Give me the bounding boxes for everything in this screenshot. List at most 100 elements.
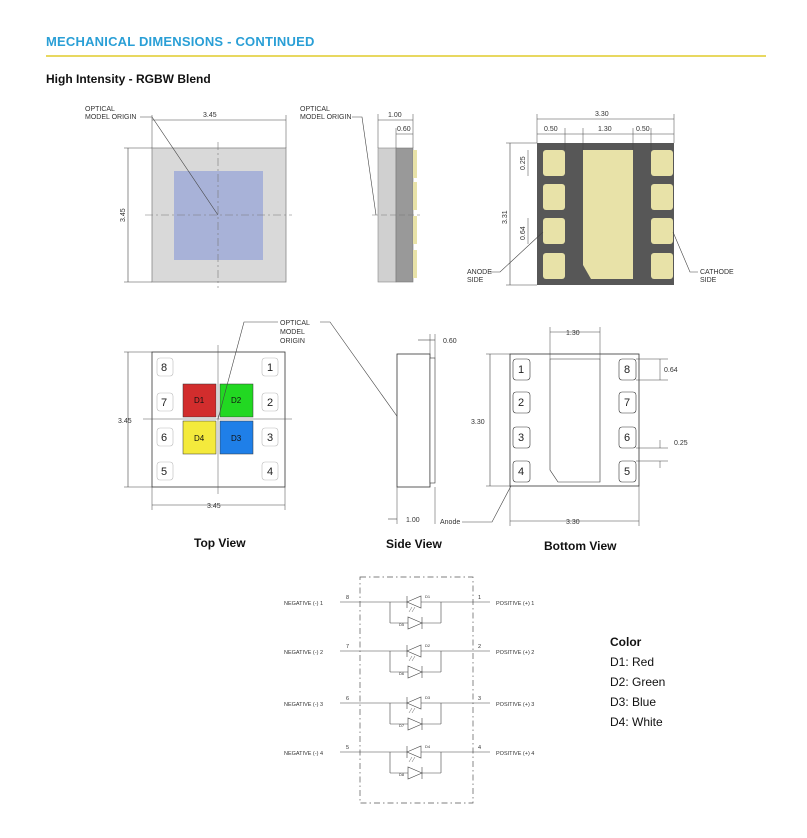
side-drawing: 1.00 0.60 OPTICAL MODEL ORIGIN (300, 106, 420, 283)
cathode-side-label-2: SIDE (700, 277, 717, 284)
bottom-view-width-dim: 3.30 (566, 519, 580, 526)
side-total-dim: 1.00 (388, 112, 402, 119)
diode-label: D1 (425, 594, 431, 599)
legend-item-d4: D4: White (610, 715, 663, 729)
positive-terminal-label: POSITIVE (+) 2 (496, 650, 534, 656)
positive-pin-number: 4 (478, 745, 481, 751)
negative-pin-number: 5 (346, 745, 349, 751)
bottom-view: 1 2 3 4 8 7 6 5 1.30 3.30 3.30 0.64 0.25 (471, 327, 688, 526)
bottom-width-dim: 3.30 (595, 111, 609, 118)
positive-pin-number: 3 (478, 696, 481, 702)
positive-terminal-label: POSITIVE (+) 4 (496, 751, 534, 757)
negative-terminal-label: NEGATIVE (-) 4 (284, 751, 323, 757)
top-view-width-dim: 3.45 (207, 503, 221, 510)
positive-terminal-label: POSITIVE (+) 3 (496, 702, 534, 708)
diode-label: D5 (399, 622, 405, 627)
side-view-caption: Side View (386, 537, 442, 551)
positive-pin-number: 2 (478, 644, 481, 650)
bottom-pad-gap-dim: 0.25 (520, 156, 527, 170)
bottom-pad-label-3: 3 (518, 432, 524, 444)
top-origin-label-2: MODEL (280, 329, 305, 336)
bottom-view-center-w-dim: 1.30 (566, 330, 580, 337)
header-divider (46, 55, 766, 57)
side-view-anode-label: Anode (440, 519, 460, 526)
top-view: 8 7 6 5 1 2 3 4 D1 D2 D4 D3 3.45 3.45 OP… (118, 320, 400, 510)
anode-side-label-1: ANODE (467, 269, 492, 276)
bottom-pad-label-7: 7 (624, 397, 630, 409)
top-pad-label-8: 8 (161, 362, 167, 374)
legend-item-d3: D3: Blue (610, 695, 657, 709)
bottom-view-height-dim: 3.30 (471, 419, 485, 426)
bottom-pad-label-6: 6 (624, 432, 630, 444)
top-view-caption: Top View (194, 536, 246, 550)
bottom-height-dim: 3.31 (502, 210, 509, 224)
top-pad-label-7: 7 (161, 397, 167, 409)
negative-terminal-label: NEGATIVE (-) 3 (284, 702, 323, 708)
top-pad-label-1: 1 (267, 362, 273, 374)
top-origin-label-3: ORIGIN (280, 338, 305, 345)
negative-pin-number: 8 (346, 595, 349, 601)
side-view-total-dim: 1.00 (406, 517, 420, 524)
anode-side-label-2: SIDE (467, 277, 484, 284)
bottom-view-pad-h-dim: 0.64 (664, 367, 678, 374)
bottom-pad-label-4: 4 (518, 466, 524, 478)
bottom-pad-h-dim: 0.64 (520, 226, 527, 240)
die-d1-label: D1 (194, 396, 205, 405)
negative-pin-number: 6 (346, 696, 349, 702)
front-origin-label-2: MODEL ORIGIN (85, 114, 136, 121)
bottom-pad-label-1: 1 (518, 364, 524, 376)
negative-terminal-label: NEGATIVE (-) 2 (284, 650, 323, 656)
top-pad-label-3: 3 (267, 432, 273, 444)
diode-label: D2 (425, 643, 431, 648)
positive-terminal-label: POSITIVE (+) 1 (496, 601, 534, 607)
side-origin-label-1: OPTICAL (300, 106, 330, 113)
top-origin-label-1: OPTICAL (280, 320, 310, 327)
diode-label: D4 (425, 744, 431, 749)
side-lens-dim: 0.60 (397, 126, 411, 133)
bottom-drawing: 3.30 0.50 1.30 0.50 3.31 0.25 0.64 ANODE… (467, 111, 734, 286)
bottom-pad-w2-dim: 0.50 (636, 126, 650, 133)
negative-pin-number: 7 (346, 644, 349, 650)
positive-pin-number: 1 (478, 595, 481, 601)
top-pad-label-4: 4 (267, 466, 273, 478)
diode-label: D8 (399, 772, 405, 777)
bottom-pad-label-2: 2 (518, 397, 524, 409)
bottom-pad-label-5: 5 (624, 466, 630, 478)
die-d3-label: D3 (231, 434, 242, 443)
legend-title: Color (610, 635, 642, 649)
top-pad-label-5: 5 (161, 466, 167, 478)
diode-label: D3 (425, 695, 431, 700)
side-origin-label-2: MODEL ORIGIN (300, 114, 351, 121)
die-d2-label: D2 (231, 396, 242, 405)
cathode-side-label-1: CATHODE (700, 269, 734, 276)
top-pad-label-2: 2 (267, 397, 273, 409)
die-d4-label: D4 (194, 434, 205, 443)
product-subtitle: High Intensity - RGBW Blend (46, 72, 211, 86)
bottom-pad-w-dim: 0.50 (544, 126, 558, 133)
side-view: 0.60 1.00 Anode (388, 334, 513, 526)
legend-item-d2: D2: Green (610, 675, 666, 689)
bottom-view-pad-gap-dim: 0.25 (674, 440, 688, 447)
front-origin-label-1: OPTICAL (85, 106, 115, 113)
diode-label: D7 (399, 723, 405, 728)
color-legend: Color D1: Red D2: Green D3: Blue D4: Whi… (610, 632, 665, 732)
front-drawing: 3.45 3.45 OPTICAL MODEL ORIGIN (85, 106, 292, 288)
top-pad-label-6: 6 (161, 432, 167, 444)
side-view-lens-dim: 0.60 (443, 338, 457, 345)
section-title: MECHANICAL DIMENSIONS - CONTINUED (46, 34, 315, 49)
front-width-dim: 3.45 (203, 112, 217, 119)
top-view-height-dim: 3.45 (118, 418, 132, 425)
bottom-center-w-dim: 1.30 (598, 126, 612, 133)
bottom-view-caption: Bottom View (544, 539, 617, 553)
diode-label: D6 (399, 671, 405, 676)
bottom-pad-label-8: 8 (624, 364, 630, 376)
legend-item-d1: D1: Red (610, 655, 655, 669)
front-height-dim: 3.45 (120, 208, 127, 222)
negative-terminal-label: NEGATIVE (-) 1 (284, 601, 323, 607)
